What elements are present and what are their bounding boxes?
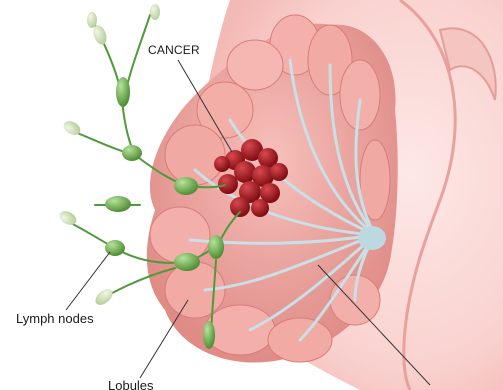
terminal-nodes — [57, 4, 160, 308]
cancer-label: CANCER — [148, 43, 200, 57]
duct-hub — [358, 226, 386, 250]
lobules-label: Lobules — [108, 378, 154, 390]
lymph-nodes-label: Lymph nodes — [16, 311, 94, 326]
